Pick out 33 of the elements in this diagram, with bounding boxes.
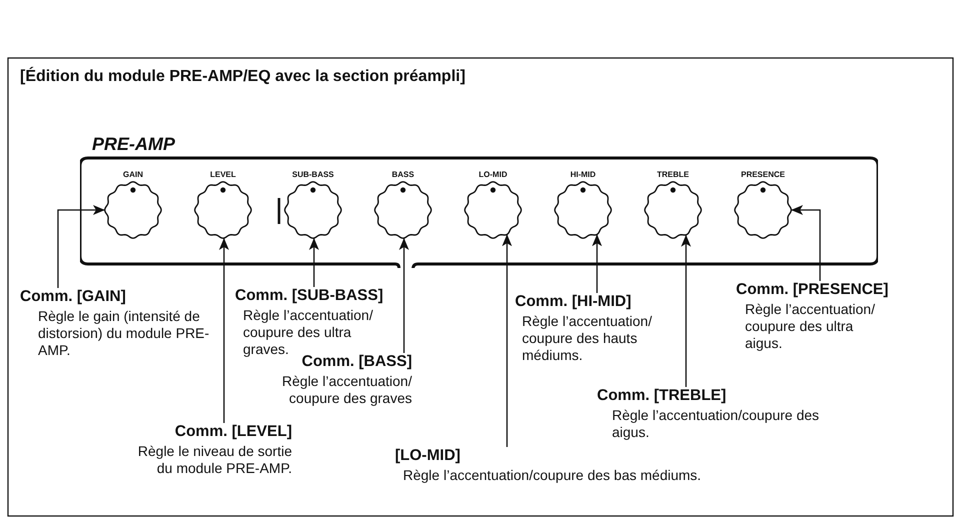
callout-heading: Comm. [BASS] [302,353,412,370]
knob-label: SUB-BASS [291,170,335,179]
knob-label: PRESENCE [740,170,786,179]
leader-arrow [399,238,409,353]
panel-heading: PRE-AMP [92,134,176,155]
leader-arrow [309,238,319,287]
leader-arrow [791,205,821,281]
callout-text: Règle le niveau de sortie du module PRE-AMP. [136,443,292,477]
diagram-title: [Édition du module PRE-AMP/EQ avec la section préampli] [20,68,466,86]
callout-heading: Comm. [PRESENCE] [736,281,888,298]
knob-label: TREBLE [656,170,690,179]
knob-label: LO-MID [478,170,508,179]
callout-text: Règle l’accentuation/ coupure des graves [281,373,412,407]
leader-arrow [57,205,105,288]
callout-text: Règle l’accentuation/ coupure des hauts médiums. [522,313,653,364]
knob-label: LEVEL [209,170,237,179]
callout-heading: Comm. [LEVEL] [174,423,292,440]
leader-arrow [681,234,691,387]
leader-arrow [592,234,602,293]
callout-heading: Comm. [SUB-BASS] [235,287,384,304]
knob-label: BASS [390,170,416,179]
callout-text: Règle le gain (intensité de distorsion) du module PRE-AMP. [38,308,210,359]
knob-label: GAIN [122,170,144,179]
knob-label: HI-MID [569,170,597,179]
callout-heading: Comm. [GAIN] [20,288,126,305]
callout-heading: Comm. [HI-MID] [515,293,632,310]
callout-heading: Comm. [TREBLE] [597,387,726,404]
callout-heading: [LO-MID] [395,447,460,464]
leader-arrow [219,238,229,423]
leader-arrow [502,234,512,447]
callout-text: Règle l’accentuation/ coupure des ultra aigus. [745,301,876,352]
callout-text: Règle l’accentuation/coupure des bas médiums. [403,467,702,484]
callout-text: Règle l’accentuation/coupure des aigus. [612,407,820,441]
